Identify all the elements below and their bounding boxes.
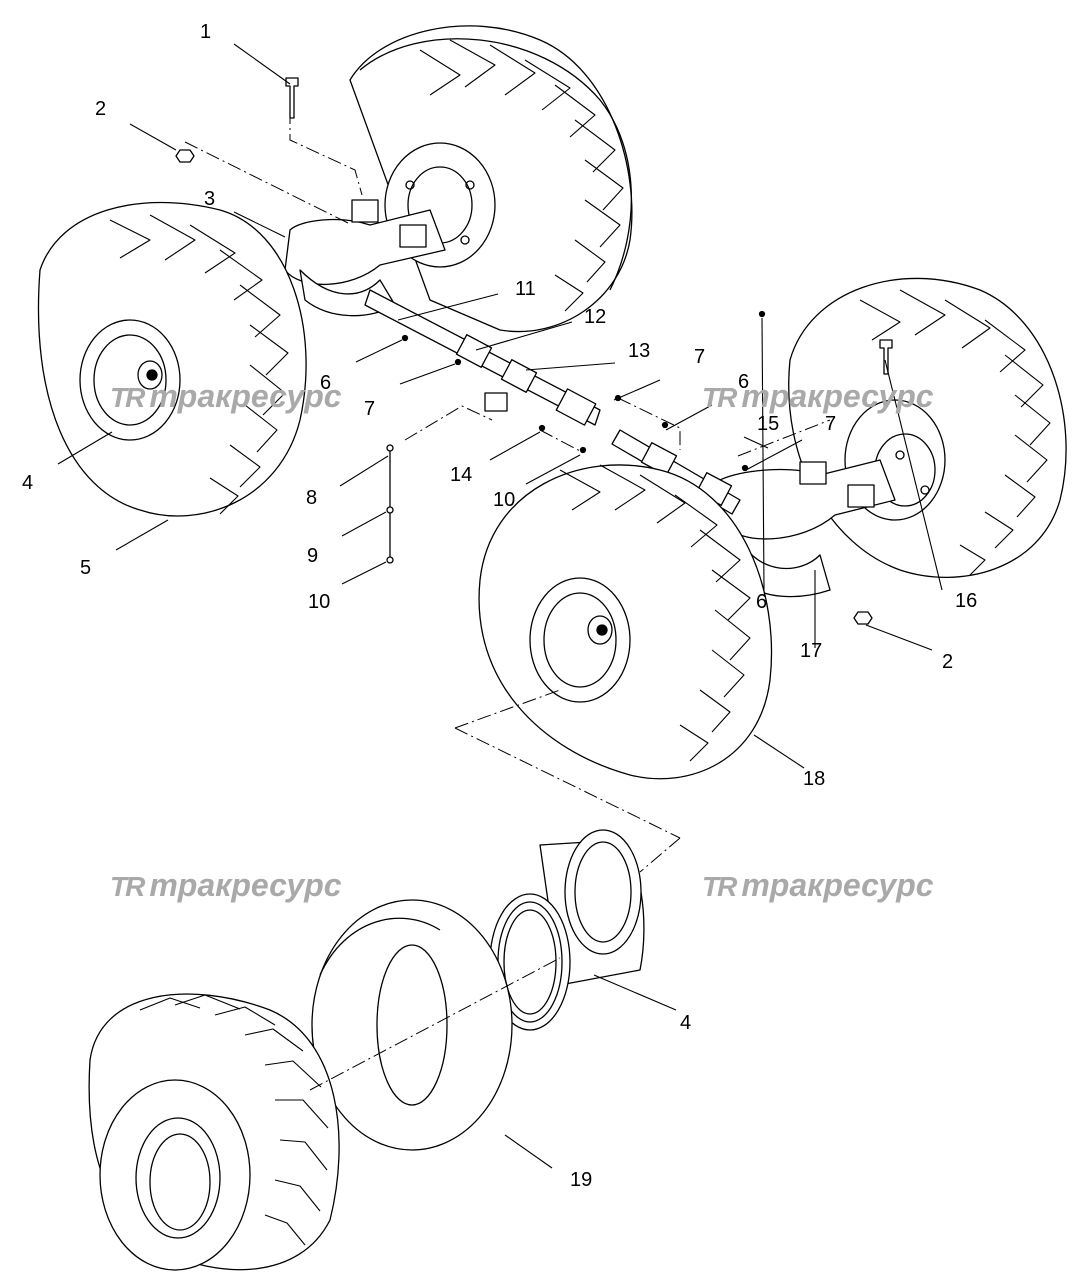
watermark-logo: TR bbox=[110, 382, 145, 413]
nut-2-bottom bbox=[853, 611, 873, 625]
callout-13: 13 bbox=[628, 340, 651, 362]
tread-lugs bbox=[139, 994, 329, 1246]
callout-4: 4 bbox=[22, 472, 34, 494]
callout-17: 17 bbox=[800, 640, 823, 662]
tread-lugs bbox=[859, 289, 1051, 576]
callout-18: 18 bbox=[803, 768, 826, 790]
nut-2-top bbox=[175, 149, 195, 163]
callout-10: 10 bbox=[308, 591, 331, 613]
callout-2: 2 bbox=[95, 98, 107, 120]
watermark-text: тракресурс bbox=[149, 378, 342, 414]
rear-left-wheel bbox=[349, 25, 633, 333]
callout-6b: 6 bbox=[738, 371, 750, 393]
callout-6c: 6 bbox=[756, 591, 768, 613]
watermark-text: тракресурс bbox=[149, 867, 342, 903]
callout-12: 12 bbox=[584, 306, 607, 328]
front-left-wheel bbox=[37, 201, 307, 517]
tread-lugs bbox=[419, 39, 624, 312]
callout-4b: 4 bbox=[680, 1012, 692, 1034]
tread-lugs bbox=[559, 464, 751, 762]
callout-3: 3 bbox=[204, 188, 216, 210]
propeller-shaft bbox=[364, 289, 741, 515]
callout-9: 9 bbox=[307, 545, 319, 567]
leader-lines bbox=[57, 43, 943, 1169]
fasteners bbox=[175, 77, 893, 625]
callout-1: 1 bbox=[200, 21, 212, 43]
rear-right-wheel bbox=[478, 464, 773, 780]
callout-16: 16 bbox=[955, 590, 978, 612]
callout-7b: 7 bbox=[694, 346, 706, 368]
callout-5: 5 bbox=[80, 557, 92, 579]
watermark-logo: TR bbox=[702, 871, 737, 902]
callout-11: 11 bbox=[515, 278, 536, 300]
u-bolt-bracket bbox=[799, 461, 827, 485]
tread-lugs bbox=[109, 214, 289, 515]
callout-10b: 10 bbox=[493, 489, 516, 511]
callout-15: 15 bbox=[757, 413, 780, 435]
callout-19: 19 bbox=[570, 1169, 593, 1191]
bolt-1 bbox=[285, 77, 299, 119]
watermark-logo: TR bbox=[110, 871, 145, 902]
callout-7c: 7 bbox=[825, 413, 837, 435]
centerlines bbox=[184, 110, 831, 1091]
callout-7: 7 bbox=[364, 398, 376, 420]
callout-6: 6 bbox=[320, 372, 332, 394]
watermark-text: тракресурс bbox=[741, 378, 934, 414]
center-bearing bbox=[484, 392, 508, 412]
callout-8: 8 bbox=[306, 487, 318, 509]
inner-tube bbox=[311, 899, 513, 1151]
watermark-logo: TR bbox=[702, 382, 737, 413]
tyre-19 bbox=[88, 993, 340, 1271]
rim-assembly bbox=[489, 829, 645, 1031]
u-bolt-bracket bbox=[351, 199, 379, 223]
watermark-text: тракресурс bbox=[741, 867, 934, 903]
callout-2b: 2 bbox=[942, 651, 954, 673]
callout-14: 14 bbox=[450, 464, 473, 486]
